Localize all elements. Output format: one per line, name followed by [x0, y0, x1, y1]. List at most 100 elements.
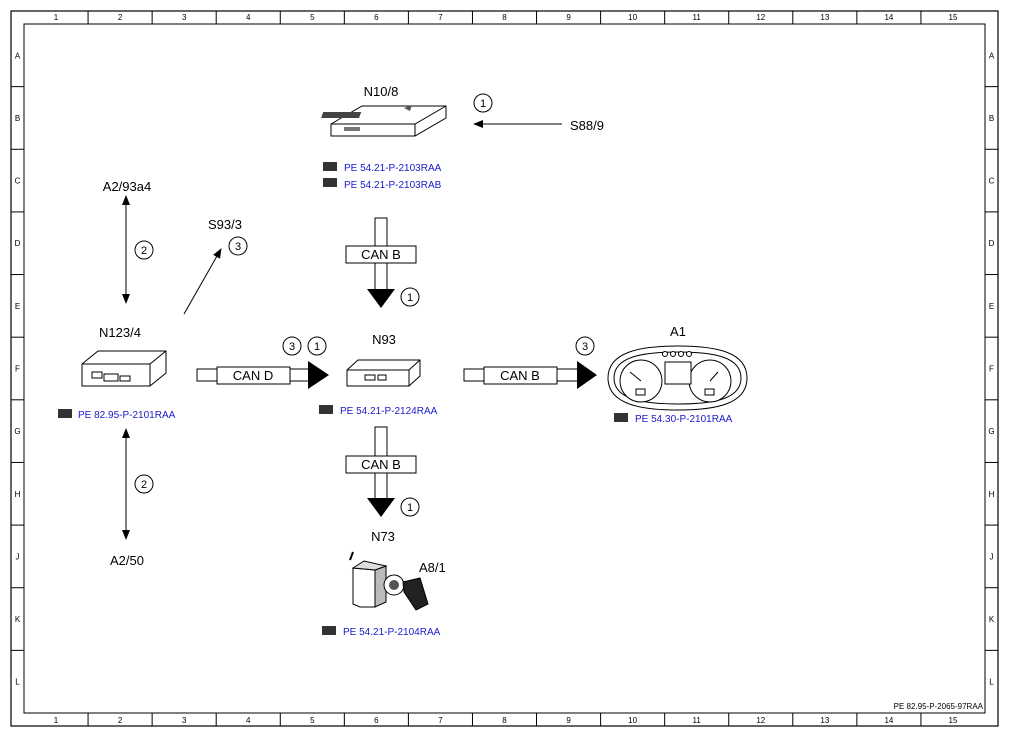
- hand-pointer-icon: [614, 413, 628, 422]
- row-label-left: B: [15, 114, 20, 123]
- marker-2-upper: 2: [134, 240, 154, 260]
- col-label-bottom: 2: [118, 716, 123, 725]
- row-label-left: J: [16, 552, 20, 561]
- col-label-bottom: 5: [310, 716, 315, 725]
- a8-1-label: A8/1: [419, 560, 446, 575]
- row-label-right: G: [988, 427, 994, 436]
- col-label-bottom: 8: [502, 716, 507, 725]
- col-label-bottom: 11: [693, 716, 702, 725]
- col-label-bottom: 9: [566, 716, 571, 725]
- row-label-left: L: [15, 678, 20, 687]
- hand-pointer-icon: [323, 178, 337, 187]
- col-label-top: 12: [756, 13, 765, 22]
- svg-text:3: 3: [235, 241, 241, 253]
- col-label-bottom: 14: [884, 716, 893, 725]
- hand-pointer-icon: [319, 405, 333, 414]
- n10-8-ref-2[interactable]: PE 54.21-P-2103RAB: [323, 178, 442, 191]
- row-label-right: J: [990, 552, 994, 561]
- col-label-top: 11: [693, 13, 702, 22]
- n93-ref[interactable]: PE 54.21-P-2124RAA: [319, 405, 438, 417]
- svg-text:3: 3: [582, 341, 588, 353]
- svg-text:PE 54.21-P-2103RAB: PE 54.21-P-2103RAB: [344, 180, 442, 191]
- col-label-top: 10: [628, 13, 637, 22]
- svg-text:CAN B: CAN B: [361, 457, 401, 472]
- col-label-bottom: 6: [374, 716, 379, 725]
- row-label-left: K: [15, 615, 21, 624]
- drawing-frame: 1122334455667788991010111112121313141415…: [10, 10, 999, 727]
- a2-93a4-label: A2/93a4: [103, 179, 151, 194]
- hand-pointer-icon: [323, 162, 337, 171]
- row-label-right: L: [989, 678, 994, 687]
- can-b-bottom-bus: CAN B: [345, 426, 417, 517]
- col-label-top: 1: [54, 13, 59, 22]
- marker-3-s93: 3: [228, 236, 248, 256]
- col-label-bottom: 4: [246, 716, 251, 725]
- hand-pointer-icon: [322, 626, 336, 635]
- marker-1-can-b-bottom: 1: [400, 497, 420, 517]
- row-label-right: C: [989, 177, 995, 186]
- marker-1-top: 1: [473, 93, 493, 113]
- s88-9-label: S88/9: [570, 118, 604, 133]
- svg-text:3: 3: [289, 341, 295, 353]
- col-label-bottom: 12: [756, 716, 765, 725]
- svg-text:2: 2: [141, 245, 147, 257]
- col-label-bottom: 15: [949, 716, 958, 725]
- col-label-top: 14: [884, 13, 893, 22]
- n73-ref[interactable]: PE 54.21-P-2104RAA: [322, 626, 441, 638]
- col-label-bottom: 3: [182, 716, 187, 725]
- row-label-left: G: [14, 427, 20, 436]
- a2-50-label: A2/50: [110, 553, 144, 568]
- n10-8-label: N10/8: [364, 84, 399, 99]
- row-label-left: F: [15, 365, 20, 374]
- row-label-left: H: [15, 490, 21, 499]
- n10-8-unit: N10/8: [321, 84, 447, 137]
- col-label-bottom: 10: [628, 716, 637, 725]
- row-label-left: A: [15, 51, 21, 60]
- svg-text:CAN B: CAN B: [500, 368, 540, 383]
- svg-text:PE 54.21-P-2104RAA: PE 54.21-P-2104RAA: [343, 627, 441, 638]
- row-label-left: E: [15, 302, 20, 311]
- hand-pointer-icon: [58, 409, 72, 418]
- col-label-top: 3: [182, 13, 187, 22]
- can-b-top-bus: CAN B: [345, 217, 417, 308]
- column-ticks: 1122334455667788991010111112121313141415…: [54, 11, 958, 726]
- row-label-right: F: [989, 365, 994, 374]
- marker-1-can-b-top: 1: [400, 287, 420, 307]
- col-label-top: 7: [438, 13, 443, 22]
- can-b-right-bus: CAN B: [463, 361, 597, 389]
- svg-text:PE 54.21-P-2103RAA: PE 54.21-P-2103RAA: [344, 163, 442, 174]
- svg-text:2: 2: [141, 479, 147, 491]
- n123-4-unit: [81, 350, 167, 387]
- can-d-bus: CAN D: [196, 361, 329, 389]
- drawing-number: PE 82.95-P-2065-97RAA: [894, 702, 984, 711]
- n73-ignition-switch: [349, 551, 429, 611]
- svg-text:1: 1: [407, 502, 413, 514]
- col-label-top: 15: [949, 13, 958, 22]
- n123-4-ref[interactable]: PE 82.95-P-2101RAA: [58, 409, 176, 421]
- row-label-right: D: [989, 239, 995, 248]
- col-label-bottom: 1: [54, 716, 59, 725]
- n123-4-label: N123/4: [99, 325, 141, 340]
- col-label-bottom: 7: [438, 716, 443, 725]
- col-label-top: 6: [374, 13, 379, 22]
- row-label-right: H: [989, 490, 995, 499]
- svg-text:PE 82.95-P-2101RAA: PE 82.95-P-2101RAA: [78, 410, 176, 421]
- row-label-left: C: [15, 177, 21, 186]
- svg-text:PE 54.30-P-2101RAA: PE 54.30-P-2101RAA: [635, 414, 733, 425]
- col-label-top: 2: [118, 13, 123, 22]
- svg-text:PE 54.21-P-2124RAA: PE 54.21-P-2124RAA: [340, 406, 438, 417]
- n10-8-ref-1[interactable]: PE 54.21-P-2103RAA: [323, 162, 442, 174]
- svg-text:1: 1: [314, 341, 320, 353]
- a1-ref[interactable]: PE 54.30-P-2101RAA: [614, 413, 733, 425]
- svg-text:1: 1: [480, 98, 486, 110]
- marker-3-can-b-right: 3: [575, 336, 595, 356]
- svg-text:1: 1: [407, 292, 413, 304]
- marker-1-can-d: 1: [307, 336, 327, 356]
- row-label-right: A: [989, 51, 995, 60]
- n93-unit: [346, 359, 421, 387]
- col-label-top: 9: [566, 13, 571, 22]
- col-label-top: 5: [310, 13, 315, 22]
- col-label-top: 13: [820, 13, 829, 22]
